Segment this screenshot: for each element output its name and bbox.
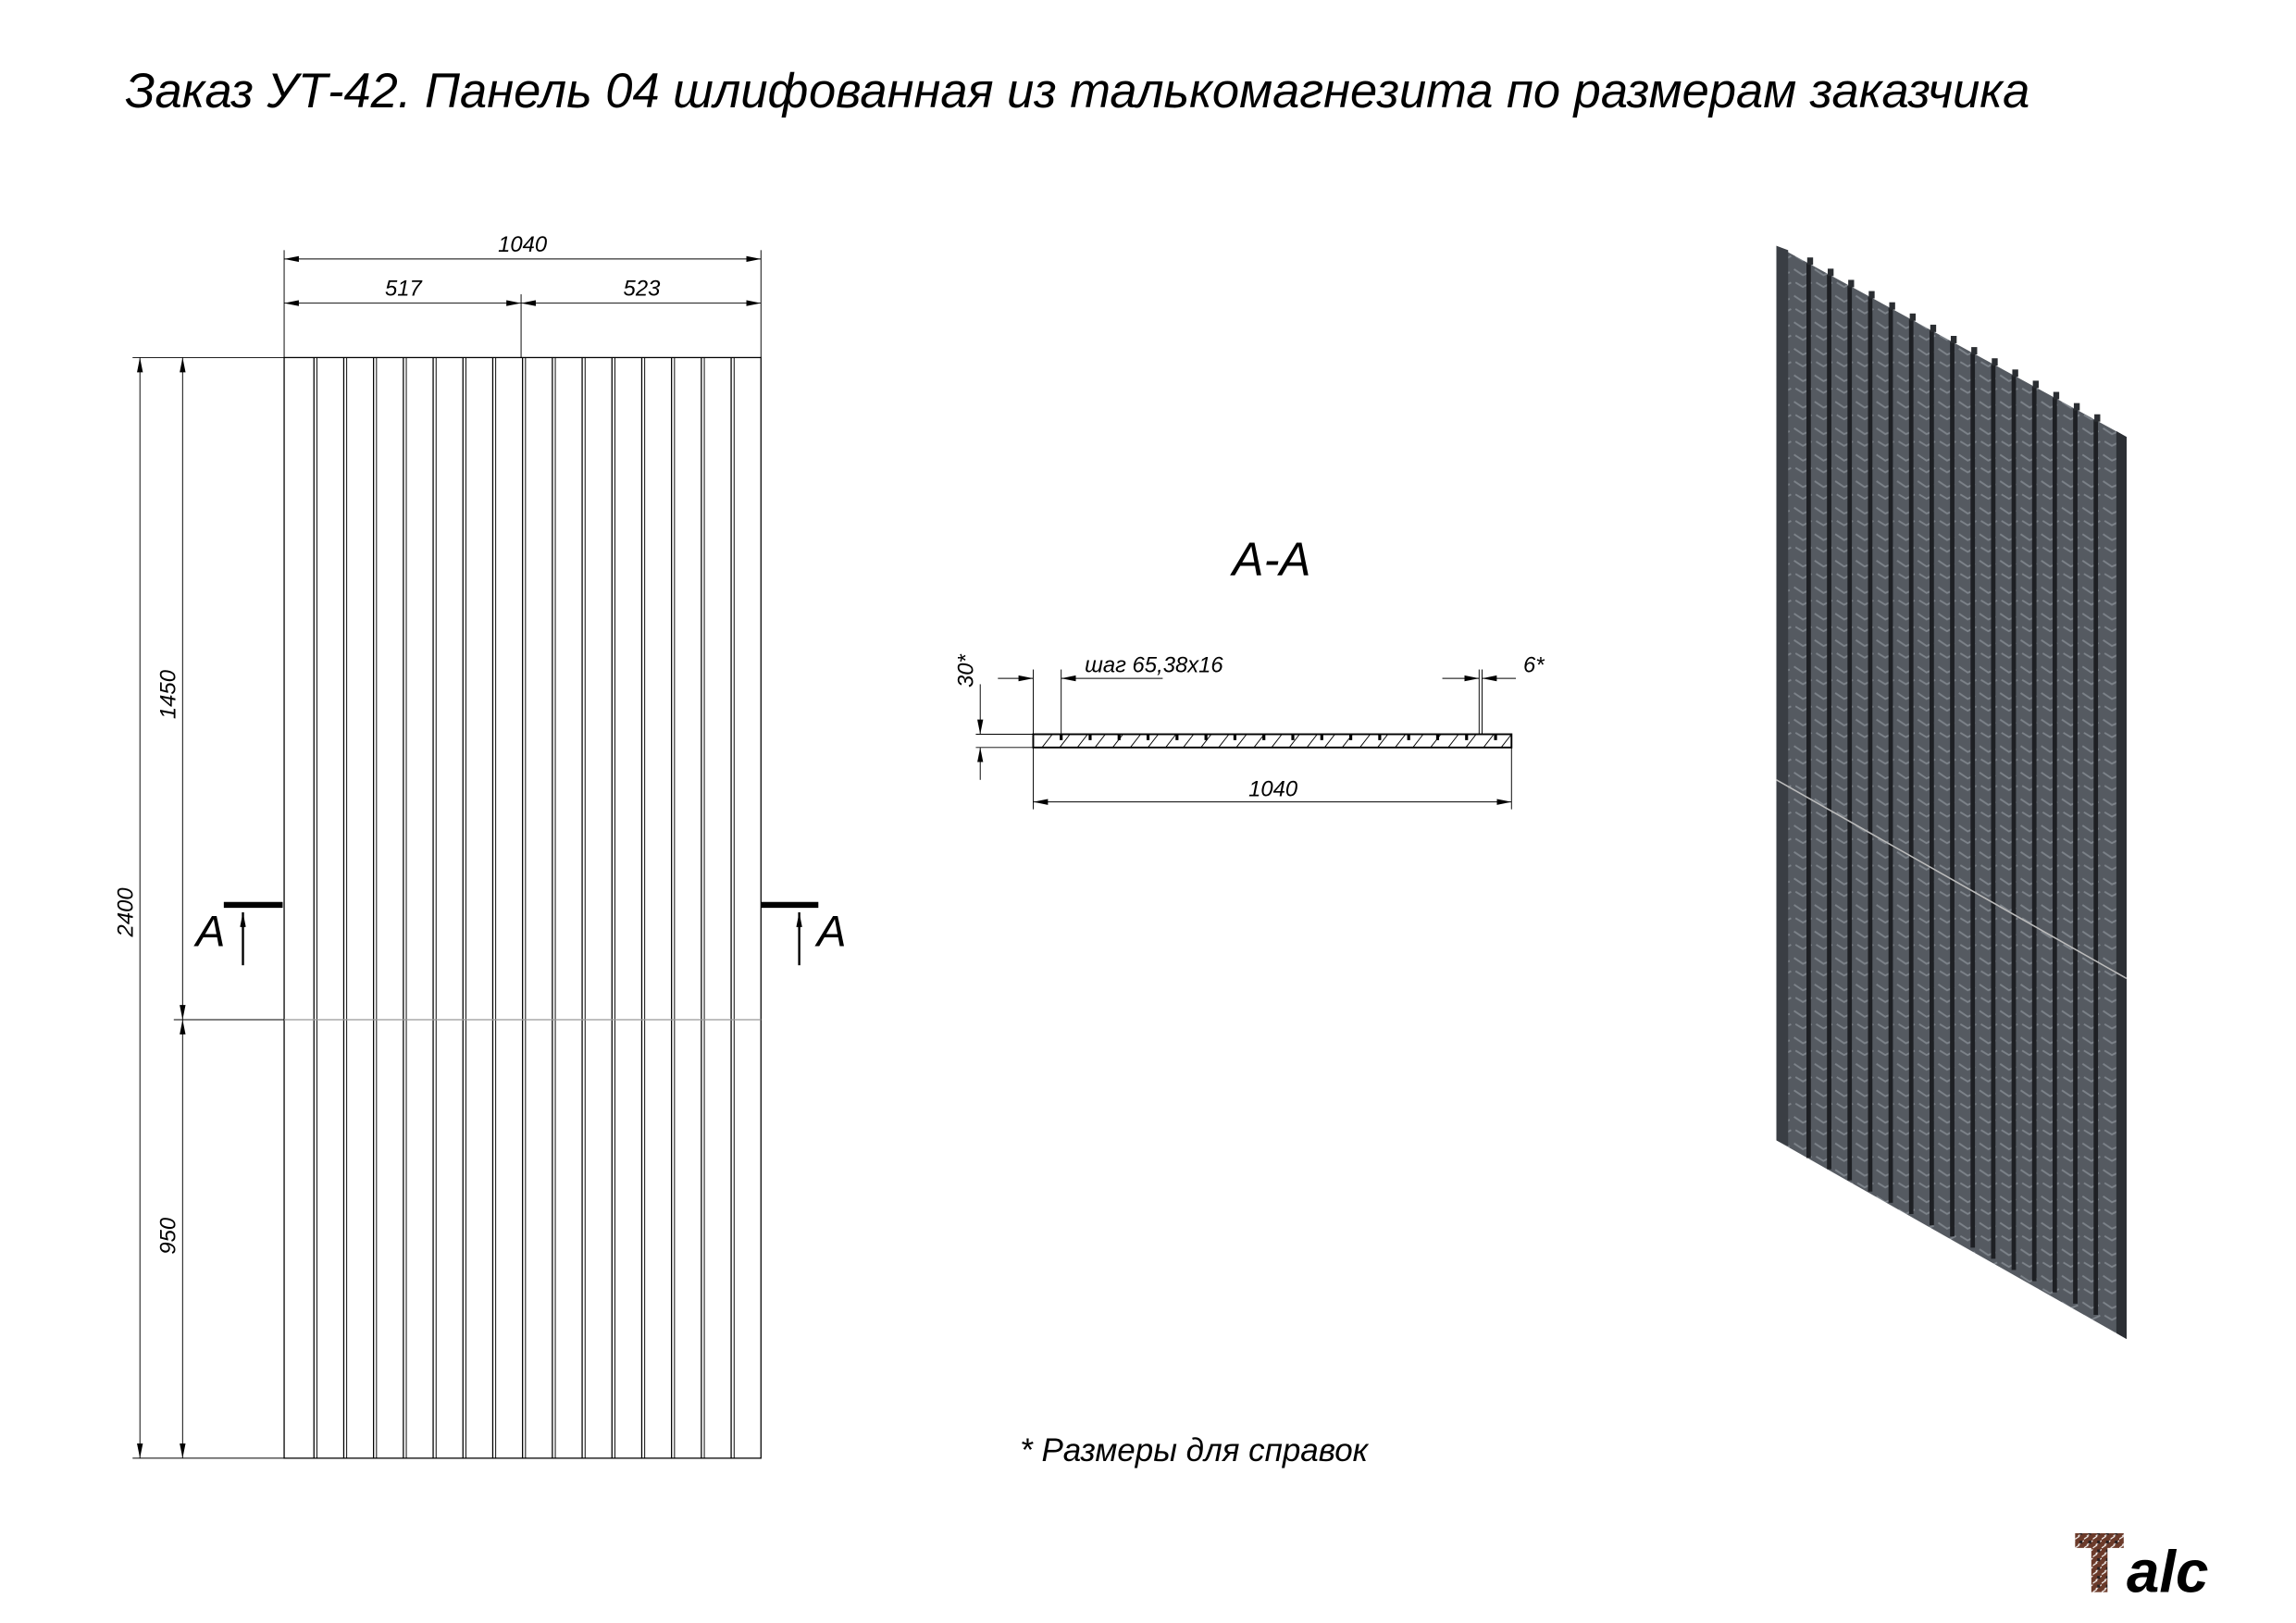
dim-pitch: шаг 65,38x16 bbox=[1085, 653, 1223, 678]
section-groove bbox=[1233, 734, 1237, 740]
section-label: А-А bbox=[1230, 533, 1311, 586]
svg-text:alc: alc bbox=[2127, 1540, 2208, 1605]
dim-section-width: 1040 bbox=[1248, 776, 1298, 801]
slat-3d-top bbox=[1930, 324, 1937, 332]
reference-note: * Размеры для справок bbox=[1020, 1432, 1370, 1468]
section-groove bbox=[1146, 734, 1150, 740]
slat-3d-top bbox=[1868, 291, 1875, 299]
hatch-line bbox=[1306, 734, 1318, 749]
hatch-line bbox=[1041, 734, 1053, 749]
section-groove bbox=[1204, 734, 1208, 740]
hatch-line bbox=[1447, 734, 1459, 749]
slat-3d-top bbox=[2094, 414, 2101, 422]
section-groove bbox=[1291, 734, 1295, 740]
dim-total-height: 2400 bbox=[113, 887, 138, 938]
section-groove bbox=[1435, 734, 1440, 740]
slat-3d-top bbox=[2073, 403, 2080, 411]
slat-3d-top bbox=[1827, 268, 1834, 277]
drawing-title: Заказ УТ-42. Панель 04 шлифованная из та… bbox=[125, 65, 2029, 118]
section-groove bbox=[1348, 734, 1353, 740]
hatch-line bbox=[1359, 734, 1371, 749]
section-groove bbox=[1320, 734, 1323, 740]
section-groove bbox=[1378, 734, 1382, 740]
hatch-line bbox=[1183, 734, 1195, 749]
hatch-line bbox=[1288, 734, 1300, 749]
hatch-line bbox=[1235, 734, 1247, 749]
hatch-line bbox=[1377, 734, 1389, 749]
hatch-line bbox=[1483, 734, 1495, 749]
slat-3d-top bbox=[2053, 391, 2060, 400]
slat-3d-top bbox=[1909, 313, 1916, 321]
hatch-line bbox=[1111, 734, 1123, 749]
dim-upper-height: 1450 bbox=[155, 669, 180, 719]
hatch-line bbox=[1148, 734, 1160, 749]
section-mark-right: А bbox=[814, 908, 847, 957]
hatch-line bbox=[1323, 734, 1335, 749]
dim-right-width: 523 bbox=[624, 277, 662, 302]
section-groove bbox=[1407, 734, 1410, 740]
section-groove bbox=[1060, 734, 1063, 740]
hatch-line bbox=[1200, 734, 1212, 749]
section-groove bbox=[1494, 734, 1497, 740]
section-groove bbox=[1262, 734, 1266, 740]
hatch-line bbox=[1412, 734, 1424, 749]
dim-groove: 6* bbox=[1523, 653, 1545, 678]
dim-thickness: 30* bbox=[953, 654, 978, 688]
section-groove bbox=[1465, 734, 1469, 740]
dim-left-width: 517 bbox=[385, 277, 423, 302]
front-view: 1040 517 523 2400 1450 950 А А bbox=[113, 232, 847, 1459]
hatch-line bbox=[1465, 734, 1477, 749]
dim-lower-height: 950 bbox=[155, 1217, 180, 1255]
section-groove bbox=[1117, 734, 1121, 740]
slat-3d-top bbox=[1889, 302, 1895, 310]
hatch-line bbox=[1395, 734, 1407, 749]
hatch-line bbox=[1271, 734, 1283, 749]
hatch-line bbox=[1130, 734, 1141, 749]
section-groove bbox=[1088, 734, 1092, 740]
hatch-line bbox=[1076, 734, 1088, 749]
slat-3d-top bbox=[1806, 257, 1814, 266]
hatch-line bbox=[1094, 734, 1106, 749]
panel-3d-render bbox=[1776, 245, 2128, 1340]
slat-3d-top bbox=[2012, 369, 2018, 378]
section-view: А-А 30* шаг 65,38x16 6* 1040 bbox=[953, 533, 1545, 810]
hatch-line bbox=[1218, 734, 1230, 749]
hatch-line bbox=[1430, 734, 1442, 749]
talc-logo: alc bbox=[2075, 1532, 2208, 1605]
slat-3d-top bbox=[1848, 279, 1855, 288]
slat-3d-top bbox=[1971, 347, 1978, 355]
slat-3d-top bbox=[2032, 380, 2039, 389]
slat-3d-top bbox=[1992, 358, 1998, 366]
section-mark-left: А bbox=[193, 908, 226, 957]
section-groove bbox=[1175, 734, 1179, 740]
slat-3d-top bbox=[1950, 336, 1957, 343]
hatch-line bbox=[1500, 734, 1512, 749]
hatch-line bbox=[1165, 734, 1177, 749]
dim-total-width: 1040 bbox=[498, 232, 548, 257]
hatch-line bbox=[1059, 734, 1071, 749]
